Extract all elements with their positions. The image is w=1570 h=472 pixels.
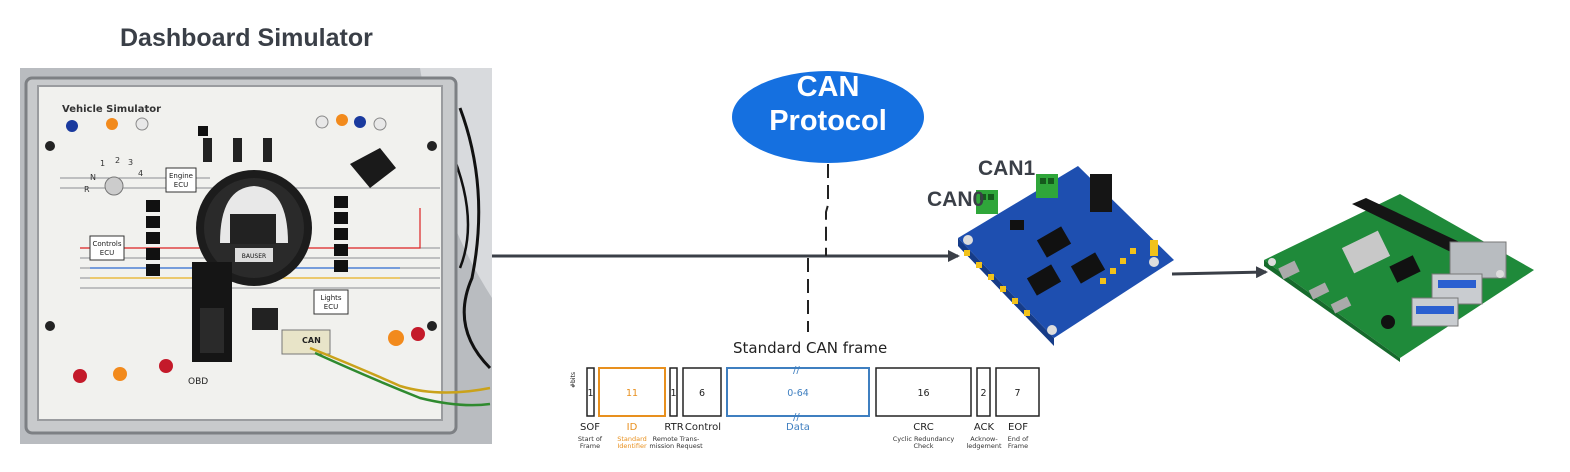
frame-field-ack-box [976, 367, 991, 417]
frame-field-control-name: Control [684, 422, 722, 433]
svg-text:R: R [84, 185, 90, 194]
can-protocol-label: CAN Protocol [769, 71, 887, 137]
frame-field-ack-desc: Acknow-ledgement [966, 435, 1002, 450]
frame-field-rtr-bits: 1 [670, 388, 677, 399]
frame-field-eof-box [995, 367, 1040, 417]
lights-ecu-label: Lights [320, 294, 341, 302]
dashboard-simulator-title: Dashboard Simulator [120, 24, 373, 52]
can1-label: CAN1 [978, 157, 1036, 180]
raspberry-pi-board [1264, 194, 1534, 362]
can-frame-title: Standard CAN frame [733, 339, 888, 357]
controls-ecu-label: Controls [93, 240, 122, 248]
frame-field-sof-box [586, 367, 595, 417]
svg-text://: // [793, 365, 800, 376]
svg-text:ECU: ECU [100, 249, 114, 257]
bits-side-label: #bits [570, 372, 577, 388]
frame-field-id-bits: 11 [625, 388, 639, 399]
frame-field-control-box [682, 367, 722, 417]
frame-field-control-bits: 6 [698, 388, 706, 399]
svg-text://: // [793, 412, 800, 422]
frame-field-crc-box [875, 367, 972, 417]
obd-label: OBD [188, 377, 208, 387]
vehicle-simulator-label: Vehicle Simulator [62, 104, 161, 115]
frame-field-data-bits: 0-64 [787, 388, 809, 399]
can-hat-board [958, 166, 1174, 346]
engine-ecu-label: Engine [169, 172, 193, 180]
frame-field-crc-name: CRC [913, 422, 934, 433]
frame-field-id-box [598, 367, 666, 417]
bauser-label: BAUSER [242, 253, 266, 260]
frame-field-eof-name: EOF [1008, 422, 1028, 433]
frame-field-eof-bits: 7 [1014, 388, 1021, 399]
can-label-photo: CAN [302, 336, 321, 345]
can0-terminal [976, 190, 998, 214]
frame-field-rtr-box [669, 367, 678, 417]
svg-text:2: 2 [115, 156, 120, 165]
svg-text:3: 3 [128, 158, 133, 167]
frame-field-data-box [726, 367, 870, 417]
svg-text:N: N [90, 173, 96, 182]
frame-field-rtr-name: RTR [664, 422, 684, 433]
frame-field-sof-bits: 1 [587, 388, 594, 399]
can-frame-diagram: // // [586, 365, 1040, 422]
frame-field-ack-name: ACK [973, 422, 995, 433]
frame-field-ack-bits: 2 [980, 388, 987, 399]
svg-text:ECU: ECU [174, 181, 188, 189]
frame-field-sof-name: SOF [580, 422, 600, 433]
can-protocol-ellipse [732, 71, 924, 163]
svg-text:ECU: ECU [324, 303, 338, 311]
arrow-hat-to-pi [1171, 266, 1268, 279]
frame-field-rtr-desc: Remote Trans-mission Request [649, 435, 703, 450]
frame-field-crc-bits: 16 [917, 388, 930, 399]
svg-text:4: 4 [138, 169, 143, 178]
svg-text:1: 1 [100, 159, 105, 168]
can0-label: CAN0 [927, 188, 985, 211]
dashboard-simulator-photo: Vehicle Simulator N 1 2 3 4 R Engine ECU… [20, 68, 492, 444]
frame-field-data-name: Data [786, 422, 810, 433]
can1-terminal [1036, 174, 1058, 198]
frame-field-id-name: ID [626, 422, 638, 433]
dashed-connector [807, 164, 829, 332]
